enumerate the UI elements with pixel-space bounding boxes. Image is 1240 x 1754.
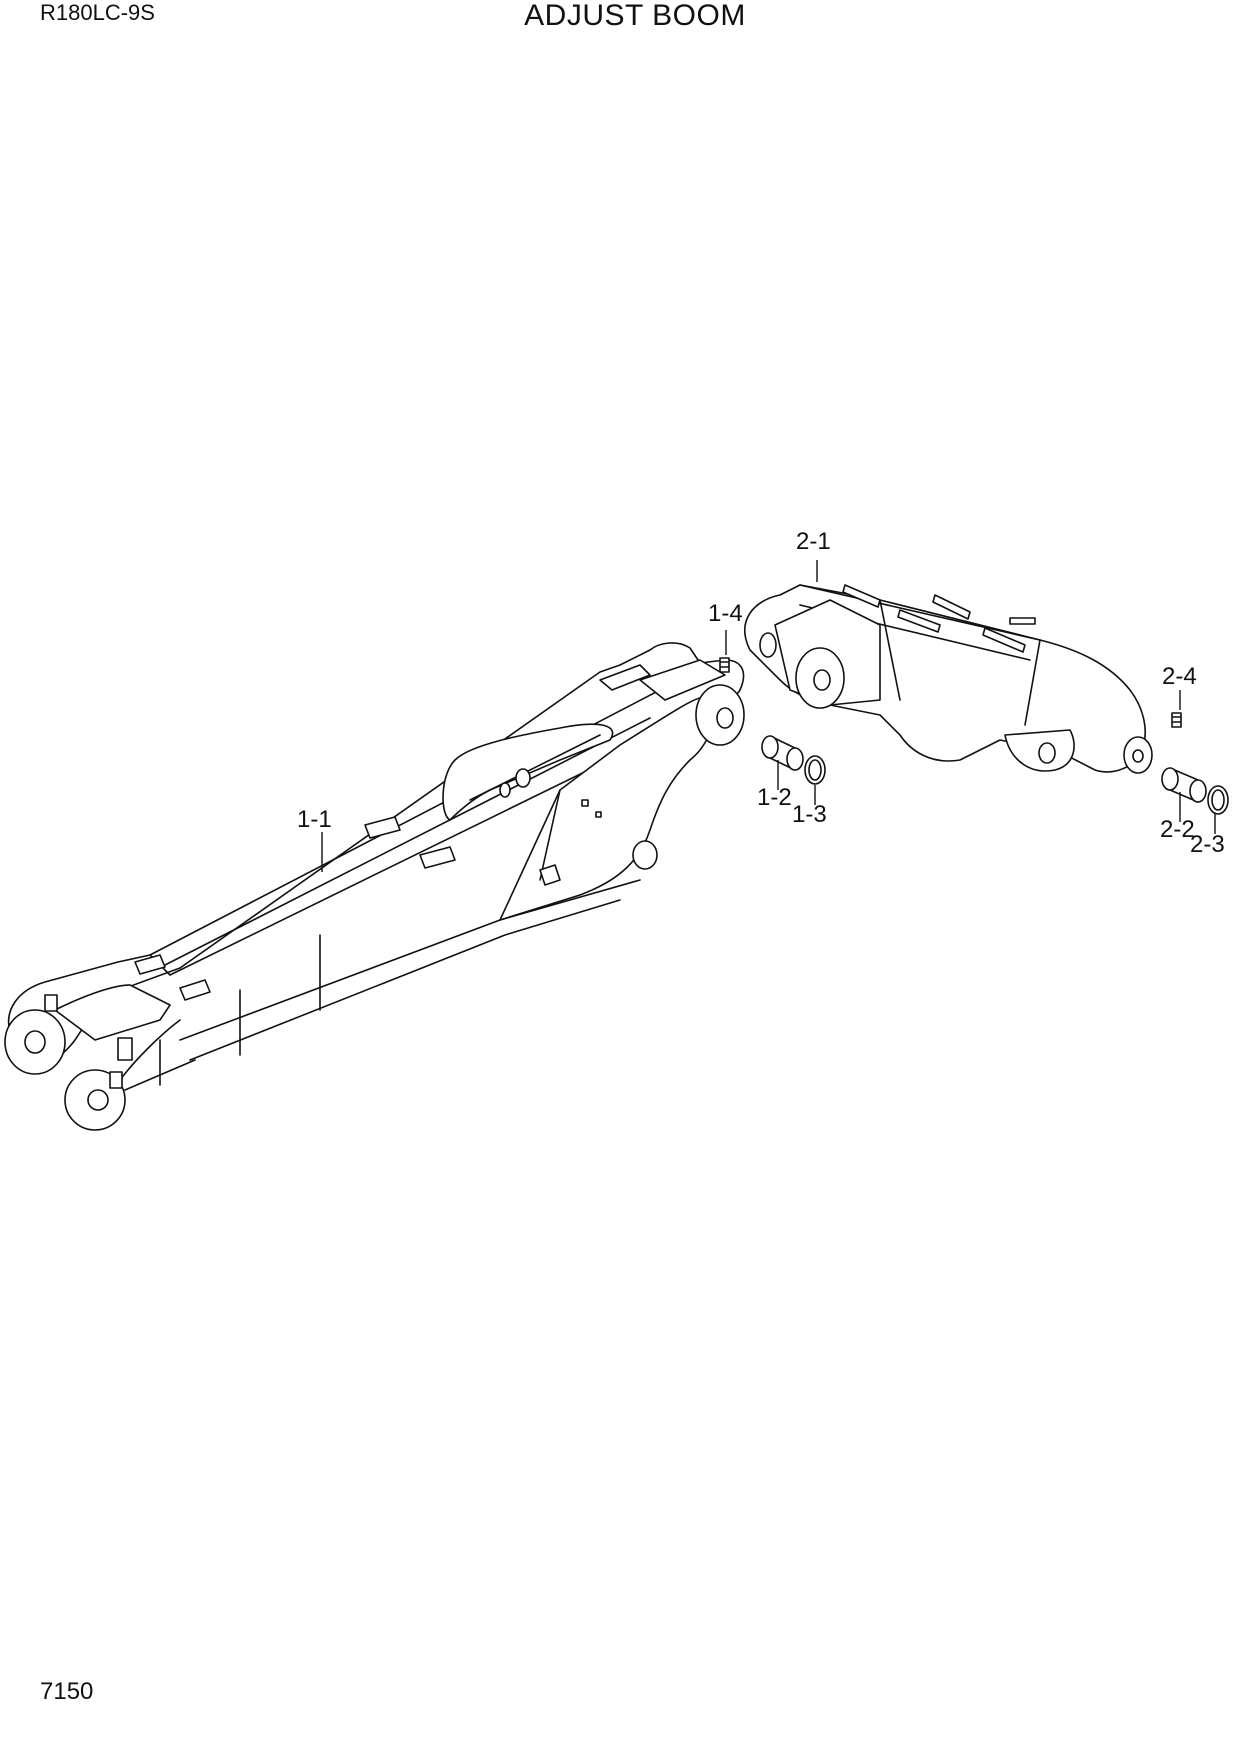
callout-2-1: 2-1 [796, 528, 831, 555]
callout-1-3: 1-3 [792, 801, 827, 828]
part-1-4-grease-nipple [719, 657, 730, 673]
part-2-1-upper-boom [744, 584, 1153, 774]
part-2-4-grease-nipple [1171, 712, 1182, 728]
part-2-3-ring [1207, 785, 1229, 815]
part-1-2-bushing [761, 735, 804, 771]
leader-lines [321, 560, 1216, 872]
part-2-2-bushing [1161, 767, 1207, 803]
callout-1-4: 1-4 [708, 600, 743, 627]
part-1-3-ring [804, 755, 826, 785]
page-title: ADJUST BOOM [524, 0, 746, 32]
callout-1-2: 1-2 [757, 784, 792, 811]
callout-2-3: 2-3 [1190, 831, 1225, 858]
model-number: R180LC-9S [40, 0, 155, 25]
page-number: 7150 [40, 1678, 94, 1705]
part-1-1-lower-boom [4, 642, 745, 1131]
callout-2-2: 2-2 [1160, 816, 1195, 843]
callout-1-1: 1-1 [297, 806, 332, 833]
callout-2-4: 2-4 [1162, 663, 1197, 690]
